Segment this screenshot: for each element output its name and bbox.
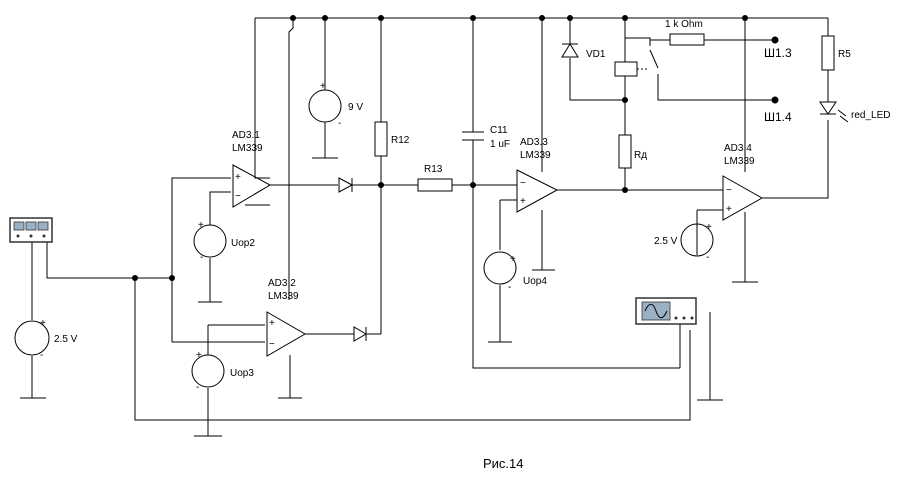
svg-text:+: +: [520, 196, 526, 207]
svg-text:-: -: [200, 252, 203, 263]
svg-text:Uop4: Uop4: [523, 276, 547, 287]
svg-text:Uop3: Uop3: [230, 368, 254, 379]
diode-icon: [338, 177, 354, 193]
svg-text:-: -: [40, 350, 43, 361]
svg-text:+: +: [235, 172, 241, 183]
wires: [20, 17, 829, 437]
relay-icon: [614, 61, 648, 77]
svg-text:-: -: [196, 382, 199, 393]
svg-text:2.5 V: 2.5 V: [54, 334, 78, 345]
svg-text:Ш1.4: Ш1.4: [764, 110, 792, 124]
source-9v: + - 9 V: [308, 81, 363, 129]
diode-icon: [353, 326, 367, 342]
terminal-sh1-3: Ш1.3: [764, 46, 792, 60]
svg-text:C11: C11: [490, 125, 508, 136]
svg-text:-: -: [338, 118, 341, 129]
opamp-ad3-4: − + AD3.4 LM339: [722, 143, 764, 221]
opamp-ad3-1: + − AD3.1 LM339: [232, 130, 272, 208]
svg-text:R13: R13: [424, 164, 443, 175]
svg-text:+: +: [198, 220, 204, 231]
svg-text:−: −: [269, 339, 275, 350]
figure-caption: Рис.14: [483, 456, 524, 471]
opamp-ad3-2: + − AD3.2 LM339: [266, 278, 306, 357]
svg-text:-: -: [706, 252, 709, 263]
opamp-part: LM339: [232, 143, 263, 154]
voltmeter-icon: [9, 217, 53, 243]
svg-text:+: +: [510, 254, 516, 265]
svg-text:1 k Ohm: 1 k Ohm: [665, 19, 703, 30]
source-2-5v-left: + - 2.5 V: [14, 318, 78, 361]
svg-text:1 uF: 1 uF: [490, 139, 510, 150]
svg-text:+: +: [196, 350, 202, 361]
resistor-r12: R12: [374, 121, 410, 157]
opamp-ref: AD3.1: [232, 130, 260, 141]
svg-text:-: -: [508, 282, 511, 293]
source-uop2: + - Uop2: [193, 220, 255, 263]
oscilloscope-icon: [635, 297, 697, 325]
capacitor-c11: C11 1 uF: [462, 125, 510, 150]
svg-text:+: +: [40, 318, 46, 329]
terminal-sh1-4: Ш1.4: [764, 110, 792, 124]
svg-text:Rд: Rд: [634, 150, 647, 161]
junction-dots: [132, 15, 779, 281]
opamp-part: LM339: [268, 291, 299, 302]
opamp-ref: AD3.3: [520, 137, 548, 148]
opamp-ref: AD3.2: [268, 278, 296, 289]
opamp-part: LM339: [520, 150, 551, 161]
svg-text:Ш1.3: Ш1.3: [764, 46, 792, 60]
diode-vd1: VD1: [561, 43, 606, 60]
svg-text:−: −: [235, 191, 241, 202]
svg-text:9 V: 9 V: [348, 102, 363, 113]
source-uop3: + - Uop3: [191, 350, 254, 393]
opamp-ref: AD3.4: [724, 143, 752, 154]
resistor-r5: R5: [821, 35, 851, 71]
svg-text:red_LED: red_LED: [851, 110, 890, 121]
svg-text:−: −: [520, 178, 526, 189]
svg-text:+: +: [320, 81, 326, 92]
resistor-1k: 1 k Ohm: [665, 19, 705, 46]
svg-text:Uop2: Uop2: [231, 238, 255, 249]
svg-text:+: +: [706, 222, 712, 233]
svg-text:R12: R12: [391, 135, 410, 146]
svg-text:R5: R5: [838, 49, 851, 60]
svg-text:−: −: [726, 185, 732, 196]
led-icon: red_LED: [819, 101, 890, 123]
opamp-part: LM339: [724, 156, 755, 167]
source-uop4: + - Uop4: [483, 251, 547, 293]
svg-text:+: +: [269, 318, 275, 329]
svg-text:+: +: [726, 204, 732, 215]
svg-text:2.5 V: 2.5 V: [654, 236, 678, 247]
opamp-ad3-3: − + AD3.3 LM339: [516, 137, 559, 213]
resistor-rd: Rд: [618, 134, 647, 169]
source-2-5v-right: + - 2.5 V: [654, 222, 714, 263]
resistor-r13: R13: [417, 164, 453, 192]
svg-text:VD1: VD1: [586, 49, 606, 60]
